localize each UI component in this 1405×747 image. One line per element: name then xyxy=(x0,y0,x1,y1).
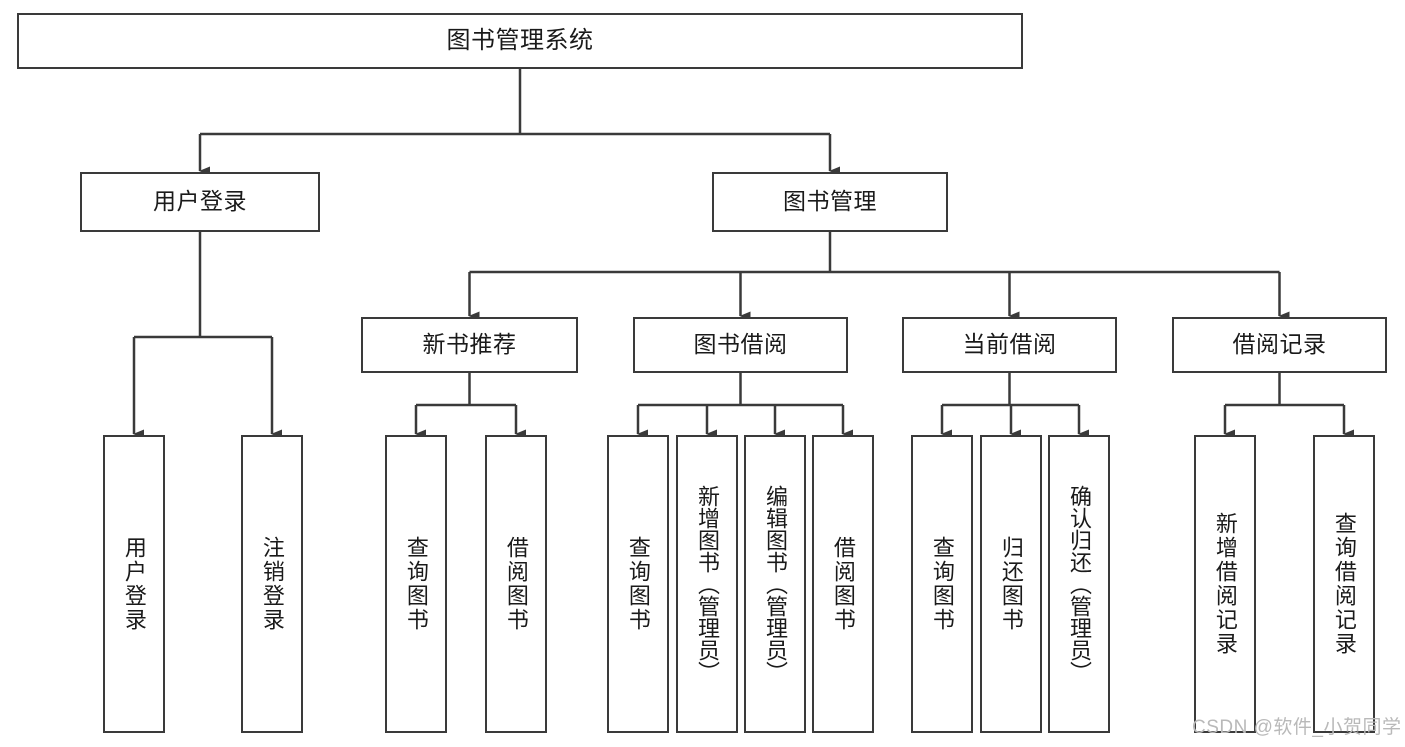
node-label-leaf-query-book-1: 查询图书 xyxy=(403,536,429,632)
node-label-leaf-query-book-2: 查询图书 xyxy=(625,536,651,632)
node-label-book-manage: 图书管理 xyxy=(783,188,877,215)
node-borrow-record[interactable]: 借阅记录 xyxy=(1172,317,1387,373)
node-book-borrow[interactable]: 图书借阅 xyxy=(633,317,848,373)
node-leaf-logout[interactable]: 注销登录 xyxy=(241,435,303,733)
node-label-leaf-confirm-return: 确认归还（管理员） xyxy=(1067,485,1092,683)
node-label-book-borrow: 图书借阅 xyxy=(693,331,788,358)
node-label-current-borrow: 当前借阅 xyxy=(962,331,1057,358)
node-leaf-borrow-book-2[interactable]: 借阅图书 xyxy=(812,435,874,733)
node-leaf-query-book-3[interactable]: 查询图书 xyxy=(911,435,973,733)
watermark-text: CSDN @软件_小贺同学 xyxy=(1192,717,1402,738)
node-label-leaf-query-book-3: 查询图书 xyxy=(929,536,955,632)
node-label-leaf-edit-book: 编辑图书（管理员） xyxy=(763,485,788,683)
node-leaf-query-book-1[interactable]: 查询图书 xyxy=(385,435,447,733)
node-book-manage[interactable]: 图书管理 xyxy=(712,172,948,232)
node-label-leaf-logout: 注销登录 xyxy=(259,536,285,632)
node-leaf-add-record[interactable]: 新增借阅记录 xyxy=(1194,435,1256,733)
node-label-leaf-add-book: 新增图书（管理员） xyxy=(695,485,720,683)
node-label-leaf-add-record: 新增借阅记录 xyxy=(1212,512,1238,656)
node-new-book-rec[interactable]: 新书推荐 xyxy=(361,317,578,373)
node-leaf-return-book[interactable]: 归还图书 xyxy=(980,435,1042,733)
node-leaf-borrow-book-1[interactable]: 借阅图书 xyxy=(485,435,547,733)
node-label-leaf-borrow-book-1: 借阅图书 xyxy=(503,536,529,632)
connector-lines xyxy=(132,69,1354,439)
node-leaf-add-book[interactable]: 新增图书（管理员） xyxy=(676,435,738,733)
node-label-leaf-return-book: 归还图书 xyxy=(998,536,1024,632)
node-label-leaf-borrow-book-2: 借阅图书 xyxy=(830,536,856,632)
node-label-root: 图书管理系统 xyxy=(446,26,594,54)
node-label-borrow-record: 借阅记录 xyxy=(1232,331,1327,358)
node-leaf-edit-book[interactable]: 编辑图书（管理员） xyxy=(744,435,806,733)
node-leaf-user-login[interactable]: 用户登录 xyxy=(103,435,165,733)
node-leaf-query-record[interactable]: 查询借阅记录 xyxy=(1313,435,1375,733)
node-leaf-confirm-return[interactable]: 确认归还（管理员） xyxy=(1048,435,1110,733)
node-label-new-book-rec: 新书推荐 xyxy=(422,331,517,358)
node-current-borrow[interactable]: 当前借阅 xyxy=(902,317,1117,373)
node-label-leaf-user-login: 用户登录 xyxy=(121,536,147,632)
node-user-login[interactable]: 用户登录 xyxy=(80,172,320,232)
node-label-user-login: 用户登录 xyxy=(153,188,247,215)
node-label-leaf-query-record: 查询借阅记录 xyxy=(1331,512,1357,656)
node-root[interactable]: 图书管理系统 xyxy=(17,13,1023,69)
node-leaf-query-book-2[interactable]: 查询图书 xyxy=(607,435,669,733)
